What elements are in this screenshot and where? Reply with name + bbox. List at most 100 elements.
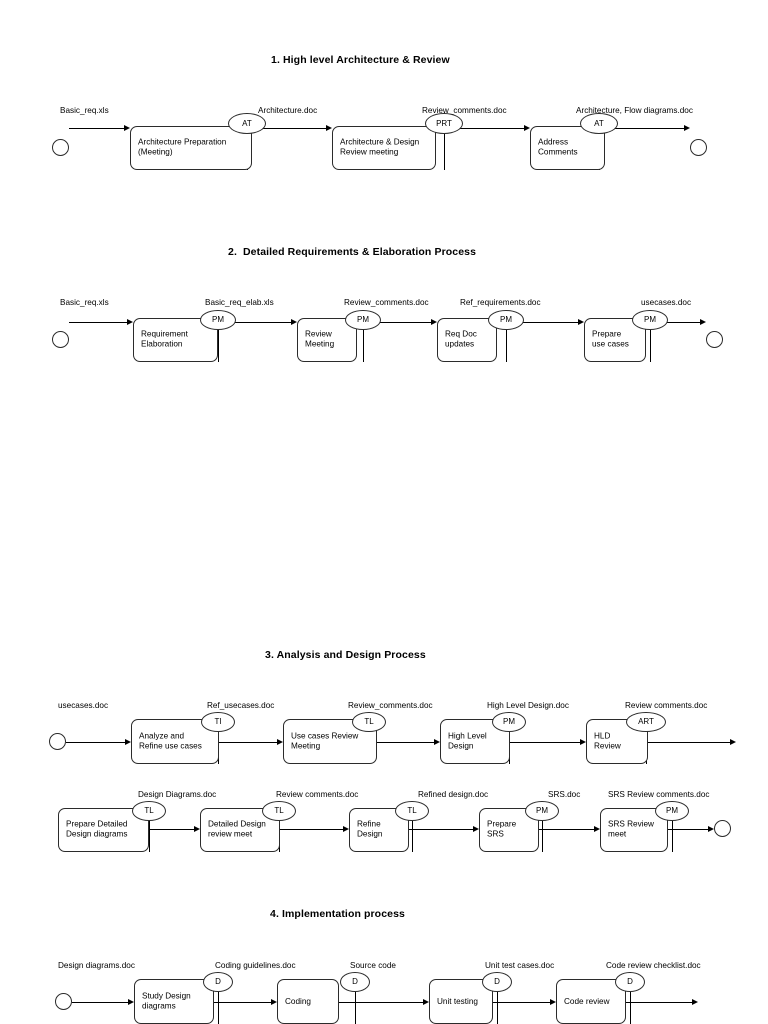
role-badge-pm[interactable]: PM [488,310,524,330]
role-badge-d[interactable]: D [203,972,233,992]
connector-line [66,742,125,743]
connector-line [668,829,708,830]
process-box[interactable]: SRS Review meet [600,808,668,852]
start-node-circle [52,331,69,348]
role-badge-at[interactable]: AT [228,113,266,134]
connector-line [510,742,580,743]
document-label: Review_comments.doc [344,298,429,307]
process-box[interactable]: Use cases Review Meeting [283,719,377,764]
role-stem-line [542,821,543,852]
end-node-circle [714,820,731,837]
process-box[interactable]: Study Design diagrams [134,979,214,1024]
role-stem-line [218,330,219,362]
process-box-label: Prepare use cases [592,329,629,349]
role-stem-line [630,992,631,1024]
role-badge-at[interactable]: AT [580,113,618,134]
connector-line [648,742,730,743]
process-box-label: Architecture & Design Review meeting [340,137,420,157]
process-box-label: Prepare SRS [487,819,517,839]
role-badge-tl[interactable]: TL [352,712,386,732]
process-box-label: SRS Review meet [608,819,654,839]
role-badge-tl[interactable]: TL [395,801,429,821]
connector-line [218,322,291,323]
process-box[interactable]: Analyze and Refine use cases [131,719,219,764]
document-label: Ref_requirements.doc [460,298,541,307]
process-box-label: Unit testing [437,996,478,1006]
role-badge-art[interactable]: ART [626,712,666,732]
process-box-label: Refine Design [357,819,383,839]
document-label: Architecture.doc [258,106,318,115]
arrow-head [277,739,283,745]
role-stem-line [650,330,651,362]
process-box-label: Address Comments [538,137,578,157]
connector-line [605,128,684,129]
role-stem-line [149,821,150,852]
process-box[interactable]: Unit testing [429,979,493,1024]
role-badge-pm[interactable]: PM [655,801,689,821]
arrow-head [708,826,714,832]
role-badge-pm[interactable]: PM [200,310,236,330]
document-label: Architecture, Flow diagrams.doc [576,106,693,115]
connector-line [377,742,434,743]
connector-line [72,1002,128,1003]
section-title-section-2: 2. Detailed Requirements & Elaboration P… [228,246,477,258]
role-stem-line [355,992,356,1024]
role-badge-d[interactable]: D [340,972,370,992]
role-stem-line [444,134,445,170]
start-node-circle [55,993,72,1010]
role-badge-ti[interactable]: TI [201,712,235,732]
arrow-head [434,739,440,745]
arrow-head [291,319,297,325]
process-box[interactable]: Address Comments [530,126,605,170]
arrow-head [594,826,600,832]
arrow-head [578,319,584,325]
role-badge-tl[interactable]: TL [132,801,166,821]
document-label: Design Diagrams.doc [138,790,217,799]
document-label: usecases.doc [641,298,692,307]
process-box-label: Analyze and Refine use cases [139,731,202,751]
process-box[interactable]: Architecture & Design Review meeting [332,126,436,170]
role-badge-pm[interactable]: PM [492,712,526,732]
document-label: Review_comments.doc [348,701,433,710]
start-node-circle [49,733,66,750]
document-label: Source code [350,961,396,970]
role-badge-tl[interactable]: TL [262,801,296,821]
role-badge-pm[interactable]: PM [525,801,559,821]
role-badge-d[interactable]: D [615,972,645,992]
role-stem-line [412,821,413,852]
connector-line [436,128,524,129]
connector-line [149,829,194,830]
connector-line [409,829,473,830]
role-badge-pm[interactable]: PM [632,310,668,330]
connector-line [339,1002,423,1003]
role-stem-line [363,330,364,362]
document-label: Basic_req.xls [60,106,109,115]
document-label: Review comments.doc [625,701,708,710]
process-box[interactable]: Prepare use cases [584,318,646,362]
arrow-head [326,125,332,131]
start-node-circle [52,139,69,156]
connector-line [493,1002,550,1003]
arrow-head [580,739,586,745]
role-stem-line [218,992,219,1024]
process-box[interactable]: Req Doc updates [437,318,497,362]
document-label: Refined design.doc [418,790,489,799]
document-label: Coding guidelines.doc [215,961,296,970]
document-label: Review_comments.doc [422,106,507,115]
arrow-head [343,826,349,832]
process-box[interactable]: Code review [556,979,626,1024]
role-badge-pm[interactable]: PM [345,310,381,330]
process-box-label: Study Design diagrams [142,991,191,1011]
process-box[interactable]: Coding [277,979,339,1024]
role-badge-d[interactable]: D [482,972,512,992]
section-title-section-3: 3. Analysis and Design Process [265,649,426,661]
process-box-label: Req Doc updates [445,329,477,349]
arrow-head [124,125,130,131]
process-box[interactable]: Architecture Preparation (Meeting) [130,126,252,170]
role-badge-prt[interactable]: PRT [425,113,463,134]
arrow-head [692,999,698,1005]
role-stem-line [506,330,507,362]
document-label: Design diagrams.doc [58,961,135,970]
connector-line [646,322,700,323]
arrow-head [125,739,131,745]
